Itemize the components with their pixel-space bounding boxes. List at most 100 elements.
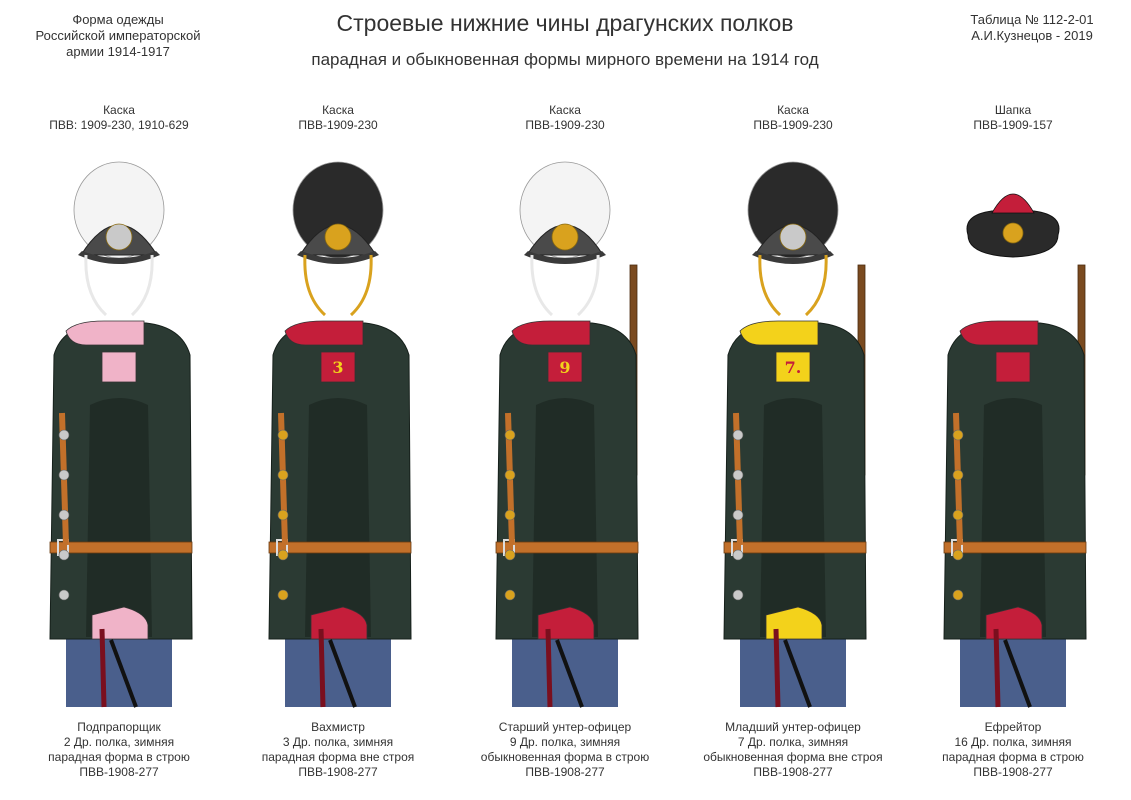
caption-form: обыкновенная форма в строю xyxy=(480,750,650,764)
trousers xyxy=(285,635,391,707)
eagle-badge-icon xyxy=(1002,222,1024,244)
button-icon xyxy=(58,589,70,601)
collar xyxy=(959,320,1039,346)
belt xyxy=(268,541,412,554)
lanyard-tassel-icon xyxy=(99,628,107,708)
figure-caption: Младший унтер-офицер 7 Др. полка, зимняя… xyxy=(680,720,906,780)
hat-label: Каска ПВВ-1909-230 xyxy=(225,103,451,133)
scabbard-icon xyxy=(555,639,584,708)
shoulder-strap-number: 3 xyxy=(332,358,343,377)
caption-form: парадная форма в строю xyxy=(48,750,190,764)
button-icon xyxy=(732,589,744,601)
figure-column-2: Каска ПВВ-1909-230 3 Вахмистр 3 Др. полк… xyxy=(225,103,451,793)
uniform-figure: 7. xyxy=(723,161,867,708)
belt xyxy=(723,541,867,554)
hat-label-code: ПВВ: 1909-230, 1910-629 xyxy=(49,118,189,132)
shoulder-strap xyxy=(320,351,356,383)
shoulder-strap-number: 9 xyxy=(559,358,570,377)
tunic-sleeve xyxy=(760,398,826,637)
button-icon xyxy=(504,429,516,441)
button-icon xyxy=(277,469,289,481)
hat-label: Каска ПВВ: 1909-230, 1910-629 xyxy=(6,103,232,133)
trousers xyxy=(66,635,172,707)
caption-form: обыкновенная форма вне строя xyxy=(703,750,883,764)
scabbard-icon xyxy=(328,639,357,708)
cuff xyxy=(765,606,823,640)
button-icon xyxy=(58,429,70,441)
belt xyxy=(49,541,193,554)
caption-code: ПВВ-1908-277 xyxy=(973,765,1053,779)
tunic-sleeve xyxy=(86,398,152,637)
hat-label-name: Каска xyxy=(103,103,135,117)
button-icon xyxy=(952,509,964,521)
page-subtitle: парадная и обыкновенная формы мирного вр… xyxy=(311,50,819,69)
caption-code: ПВВ-1908-277 xyxy=(525,765,605,779)
uniform-figure xyxy=(49,161,193,708)
shoulder-strap xyxy=(995,351,1031,383)
chinstrap-icon xyxy=(530,254,600,317)
header-center: Строевые нижние чины драгунских полков п… xyxy=(250,8,880,70)
page-title: Строевые нижние чины драгунских полков xyxy=(336,10,794,36)
eagle-badge-icon xyxy=(105,223,133,251)
caption-code: ПВВ-1908-277 xyxy=(298,765,378,779)
caption-regiment: 3 Др. полка, зимняя xyxy=(282,735,394,749)
tunic-sleeve xyxy=(532,398,598,637)
button-icon xyxy=(277,509,289,521)
lanyard-tassel-icon xyxy=(545,628,553,708)
header-left: Форма одежды Российской императорской ар… xyxy=(18,12,218,60)
helmet-visor-icon xyxy=(524,251,606,264)
button-icon xyxy=(504,509,516,521)
shoulder-strap xyxy=(101,351,137,383)
figure-column-1: Каска ПВВ: 1909-230, 1910-629 Подпрапорщ… xyxy=(6,103,232,793)
caption-rank: Младший унтер-офицер xyxy=(725,720,861,734)
helmet-visor-icon xyxy=(752,251,834,264)
hat-label-name: Каска xyxy=(549,103,581,117)
header-left-line: Российской императорской xyxy=(35,28,201,43)
figure-column-3: Каска ПВВ-1909-230 9 Старший унтер-офице… xyxy=(452,103,678,793)
chinstrap-icon xyxy=(758,254,828,317)
caption-regiment: 7 Др. полка, зимняя xyxy=(737,735,849,749)
figure-caption: Старший унтер-офицер 9 Др. полка, зимняя… xyxy=(452,720,678,780)
eagle-badge-icon xyxy=(324,223,352,251)
button-icon xyxy=(952,549,964,561)
caption-regiment: 2 Др. полка, зимняя xyxy=(63,735,175,749)
helmet-visor-icon xyxy=(78,251,160,264)
caption-regiment: 16 Др. полка, зимняя xyxy=(954,735,1072,749)
collar xyxy=(65,320,145,346)
author-line: А.И.Кузнецов - 2019 xyxy=(971,28,1093,43)
hat-label-name: Каска xyxy=(322,103,354,117)
figure-column-4: Каска ПВВ-1909-230 7. Младший унтер-офиц… xyxy=(680,103,906,793)
scabbard-icon xyxy=(1003,639,1032,708)
eagle-badge-icon xyxy=(551,223,579,251)
hat-label-code: ПВВ-1909-157 xyxy=(973,118,1053,132)
figure-caption: Вахмистр 3 Др. полка, зимняя парадная фо… xyxy=(225,720,451,780)
helmet-visor-icon xyxy=(297,251,379,264)
figure-caption: Ефрейтор 16 Др. полка, зимняя парадная ф… xyxy=(900,720,1126,780)
cuff xyxy=(537,606,595,640)
cap-crown-icon xyxy=(991,193,1035,214)
caption-code: ПВВ-1908-277 xyxy=(79,765,159,779)
chinstrap-icon xyxy=(84,254,154,317)
button-icon xyxy=(277,589,289,601)
cuff xyxy=(310,606,368,640)
shoulder-strap xyxy=(547,351,583,383)
shoulder-strap-number: 7. xyxy=(785,358,802,377)
caption-rank: Ефрейтор xyxy=(984,720,1042,734)
collar xyxy=(511,320,591,346)
button-icon xyxy=(504,469,516,481)
figure-column-5: Шапка ПВВ-1909-157 Ефрейтор 16 Др. полка… xyxy=(900,103,1126,793)
uniform-figure xyxy=(943,193,1087,708)
tunic-sleeve xyxy=(980,398,1046,637)
trousers xyxy=(512,635,618,707)
belt xyxy=(943,541,1087,554)
table-number: Таблица № 112-2-01 xyxy=(970,12,1094,27)
button-icon xyxy=(732,469,744,481)
hat-label-name: Шапка xyxy=(994,103,1032,117)
trousers xyxy=(960,635,1066,707)
hat-label-name: Каска xyxy=(777,103,809,117)
collar xyxy=(739,320,819,346)
button-icon xyxy=(952,589,964,601)
scabbard-icon xyxy=(109,639,138,708)
cuff xyxy=(985,606,1043,640)
scabbard-icon xyxy=(783,639,812,708)
